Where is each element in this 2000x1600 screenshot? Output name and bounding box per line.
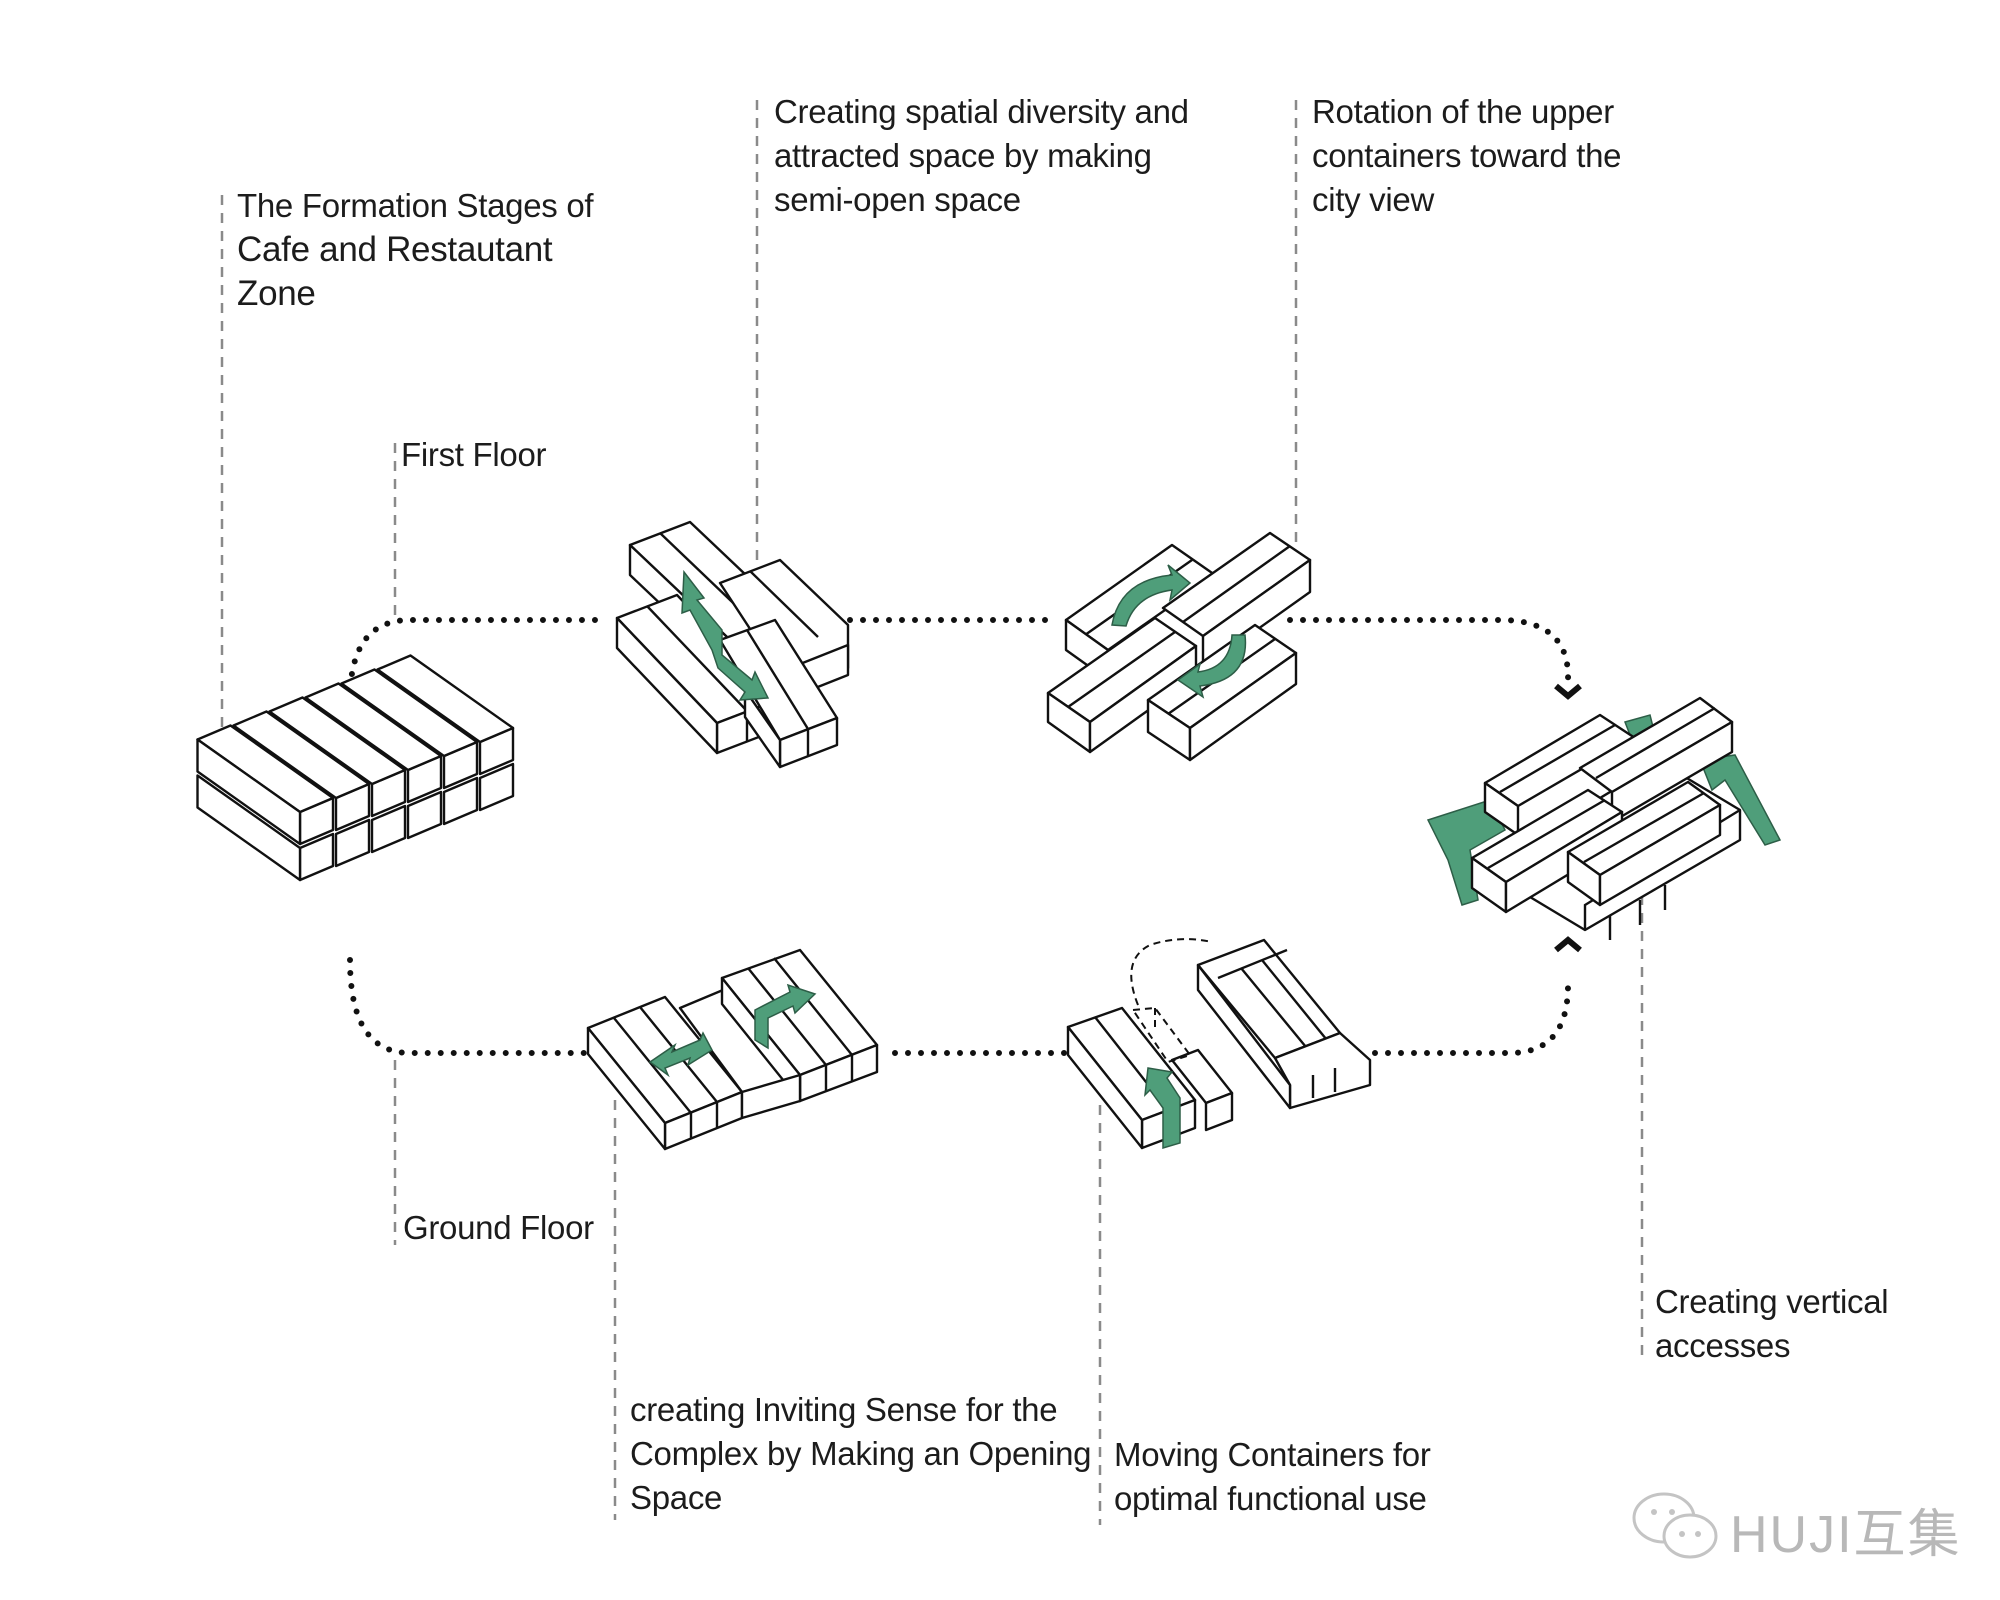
stair-right-icon — [1698, 754, 1782, 846]
watermark: HUJI互集 — [1630, 1480, 1990, 1580]
flow-path-upper — [347, 617, 1572, 703]
stage-label-line: accesses — [1655, 1327, 1791, 1364]
stage-label-line: Space — [630, 1479, 723, 1516]
container-top-face — [340, 668, 479, 758]
final-assembly-model — [1426, 696, 1782, 940]
stage-label-line: Creating spatial diversity and — [774, 93, 1189, 130]
title-line-2: Cafe and Restautant — [237, 230, 553, 269]
stage-semi-open-model — [615, 520, 850, 769]
stage-label-line: city view — [1312, 181, 1434, 218]
stage-label-semi-open: Creating spatial diversity and attracted… — [774, 90, 1189, 222]
container-front-face — [370, 804, 407, 854]
stage-label-line: creating Inviting Sense for the — [630, 1391, 1058, 1428]
container-top-face — [376, 654, 515, 744]
first-floor-label: First Floor — [401, 433, 547, 477]
ground-floor-text: Ground Floor — [403, 1209, 594, 1246]
rotate-arrow-upper-icon — [1111, 564, 1192, 627]
container-side-face — [196, 774, 302, 882]
stage-label-line: Creating vertical — [1655, 1283, 1889, 1320]
leader-lines — [220, 100, 1644, 1525]
stage-rotation-model — [1046, 531, 1312, 762]
container-front-face — [478, 762, 515, 812]
stage-label-line: semi-open space — [774, 181, 1021, 218]
container-side-face — [196, 738, 302, 846]
stage-label-line: containers toward the — [1312, 137, 1622, 174]
double-arrow-icon — [681, 569, 770, 701]
wechat-icon — [1632, 1492, 1718, 1559]
stage-label-line: optimal functional use — [1114, 1480, 1427, 1517]
stage-moving-model — [1066, 938, 1372, 1150]
diagram-title: The Formation Stages of Cafe and Restaut… — [237, 184, 594, 316]
flow-paths — [347, 617, 1582, 1056]
stage-opening-model — [586, 948, 879, 1151]
container-front-face — [442, 776, 479, 826]
watermark-text: HUJI互集 — [1730, 1506, 1962, 1564]
arrowhead-down-icon — [1554, 683, 1582, 700]
first-floor-text: First Floor — [401, 436, 547, 473]
stage-label-opening: creating Inviting Sense for the Complex … — [630, 1388, 1092, 1520]
stage-label-line: Rotation of the upper — [1312, 93, 1614, 130]
move-arrow-icon — [1144, 1067, 1181, 1150]
title-line-1: The Formation Stages of — [237, 187, 594, 224]
stage-label-line: Moving Containers for — [1114, 1436, 1431, 1473]
title-line-3: Zone — [237, 274, 316, 313]
stage-label-line: Complex by Making an Opening — [630, 1435, 1092, 1472]
double-arrow-right-icon — [754, 983, 817, 1050]
stage-label-moving: Moving Containers for optimal functional… — [1114, 1433, 1431, 1521]
container-top-face — [268, 696, 407, 786]
flow-path-lower — [347, 957, 1571, 1056]
ground-floor-label: Ground Floor — [403, 1206, 594, 1250]
stage-label-rotation: Rotation of the upper containers toward … — [1312, 90, 1622, 222]
container-top-face — [304, 682, 443, 772]
container-top-face — [232, 710, 371, 800]
arrowhead-up-icon — [1554, 936, 1582, 953]
stage-label-vertical: Creating vertical accesses — [1655, 1280, 1889, 1368]
rotate-arrow-lower-icon — [1176, 634, 1247, 699]
container-stack — [196, 654, 515, 882]
double-arrow-left-icon — [648, 1031, 713, 1078]
stage-label-line: attracted space by making — [774, 137, 1152, 174]
container-front-face — [406, 790, 443, 840]
container-front-face — [334, 818, 371, 868]
